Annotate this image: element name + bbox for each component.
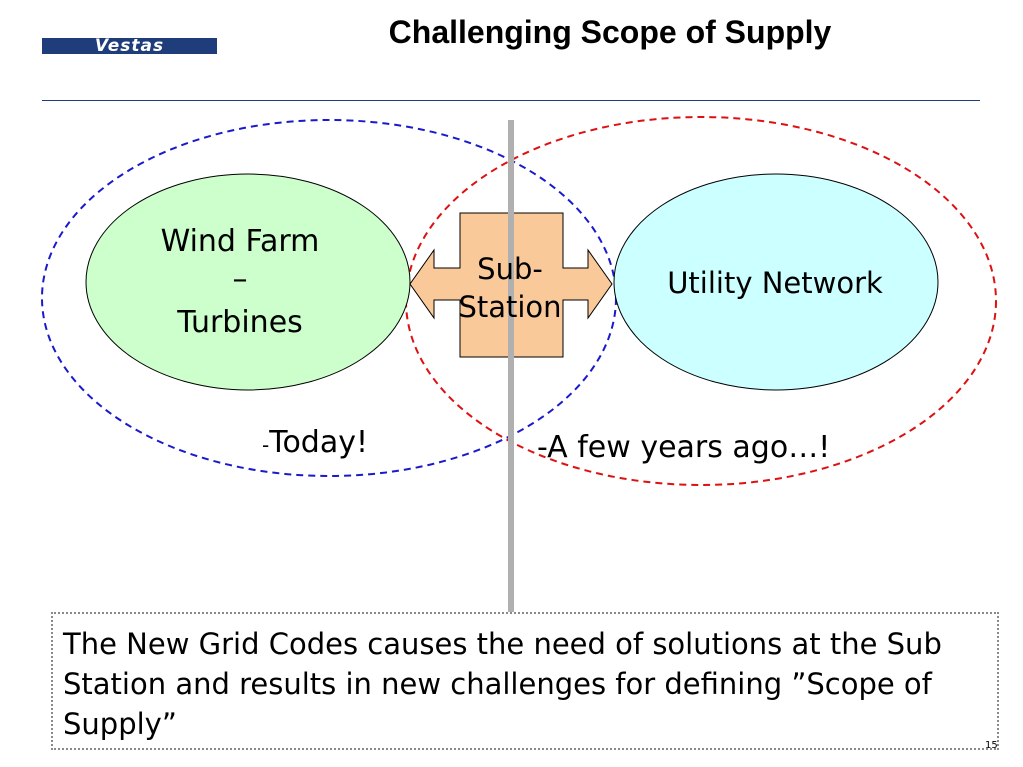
today-label-dash: - <box>262 433 270 457</box>
utility-network-node <box>613 173 939 391</box>
today-label-text: Today! <box>269 425 369 460</box>
today-label: -Today! <box>262 425 368 463</box>
substation-label-line2: Station <box>458 290 562 324</box>
header-divider <box>42 100 980 101</box>
logo-text: Vestas <box>94 36 165 56</box>
wind-farm-label-line1: Wind Farm <box>160 224 320 259</box>
utility-network-label: Utility Network <box>667 266 883 300</box>
slide-title: Challenging Scope of Supply <box>388 14 832 50</box>
wind-farm-label-line3: Turbines <box>177 305 303 340</box>
wind-farm-label-line2: – <box>232 262 248 297</box>
years-ago-label: -A few years ago…! <box>537 430 831 465</box>
wind-farm-node <box>85 173 411 391</box>
page-number: 15 <box>985 740 998 751</box>
vertical-divider <box>508 120 514 612</box>
grid-codes-note: The New Grid Codes causes the need of so… <box>51 612 999 750</box>
vestas-logo: Vestas <box>42 36 217 56</box>
substation-label-line1: Sub- <box>477 252 543 286</box>
